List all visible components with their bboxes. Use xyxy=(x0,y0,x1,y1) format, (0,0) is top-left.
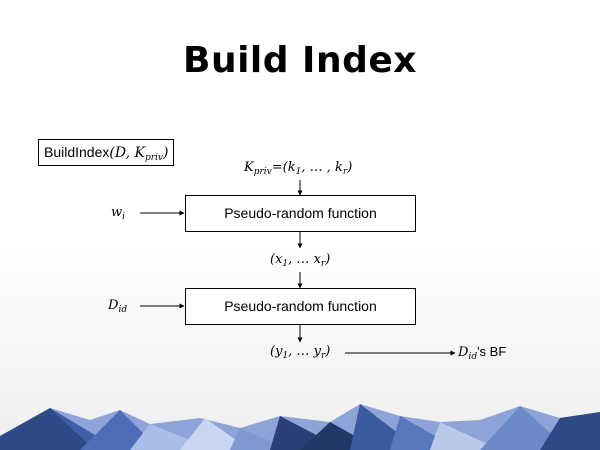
function-name: BuildIndex xyxy=(44,144,110,160)
key-input-label: Kpriv=(k1, … , kr) xyxy=(244,160,353,177)
x-output-label: (x1, … xr) xyxy=(270,252,331,269)
y-output-label: (y1, … yr) xyxy=(270,344,331,361)
prf-box-2: Pseudo-random function xyxy=(185,288,416,325)
w-input-label: wi xyxy=(111,205,126,222)
d-input-label: Did xyxy=(108,298,128,315)
mountain-decoration xyxy=(0,404,600,450)
slide-title: Build Index xyxy=(183,40,417,81)
signature-args: (D, Kpriv) xyxy=(109,145,169,163)
prf-box-1: Pseudo-random function xyxy=(185,195,416,232)
result-label: Did's BF xyxy=(458,344,507,362)
function-signature: BuildIndex(D, Kpriv) xyxy=(38,139,175,166)
